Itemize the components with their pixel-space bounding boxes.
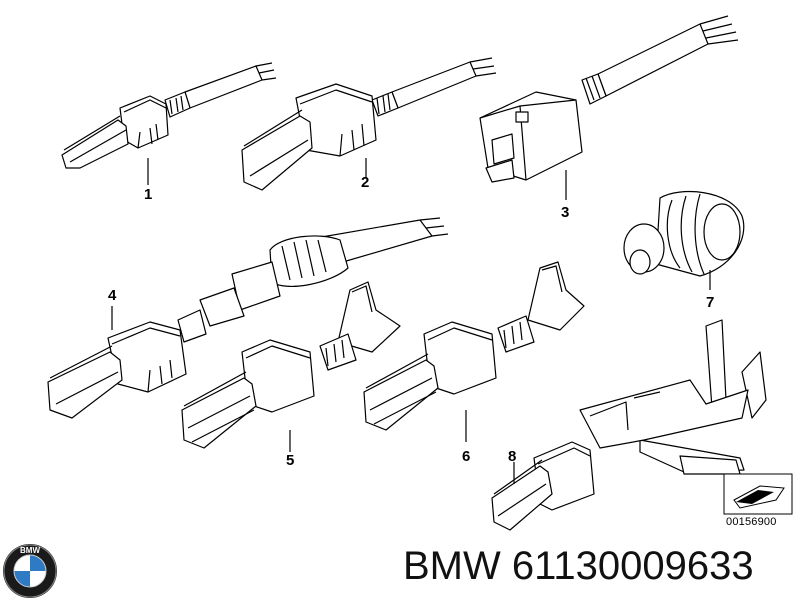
callout-4: 4: [108, 287, 117, 304]
part-3-housing: [479, 15, 739, 183]
part-7-seal: [623, 190, 745, 277]
part-1-terminal: [61, 62, 277, 169]
callout-5: 5: [286, 452, 295, 469]
part-8-contact: [491, 319, 767, 531]
callout-6: 6: [462, 448, 471, 465]
diagram-code: 00156900: [726, 516, 777, 528]
reference-box: [723, 473, 793, 515]
logo-lettering: BMW: [20, 546, 40, 555]
part-5-terminal: [181, 281, 401, 449]
part-6-terminal: [363, 261, 585, 431]
callout-8: 8: [508, 448, 517, 465]
part-2-terminal: [241, 57, 497, 191]
callout-3: 3: [561, 204, 570, 221]
callout-7: 7: [706, 294, 715, 311]
callout-2: 2: [361, 174, 370, 191]
part-number-caption: BMW 61130009633: [403, 544, 754, 588]
bmw-logo: BMW: [3, 544, 57, 598]
callout-1: 1: [144, 186, 153, 203]
part-4-terminal: [47, 217, 449, 419]
